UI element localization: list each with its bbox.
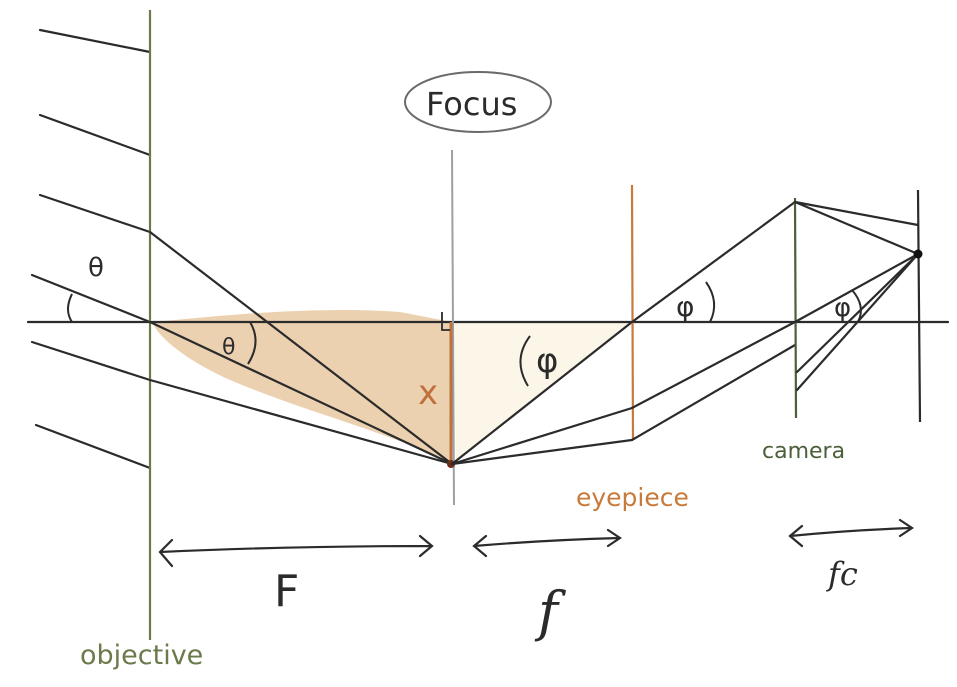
fc-label: fc [826, 555, 858, 593]
camera-lens [793, 197, 798, 419]
sensor-image-point [913, 249, 923, 259]
F-label: F [274, 566, 299, 617]
focus-label-bubble [404, 71, 552, 133]
objective-label: objective [80, 640, 203, 671]
objective-triangle-shading [152, 309, 452, 462]
focus-label: Focus [426, 85, 517, 123]
phi-eyepiece-arc [705, 281, 716, 323]
f-arrow [472, 528, 622, 558]
phi-camera-label: φ [834, 293, 851, 323]
theta-focus-arc [247, 321, 257, 365]
phi-focus-label: φ [536, 341, 558, 381]
focus-plane [451, 149, 455, 506]
focusing-rays [148, 230, 454, 466]
phi-camera-arc [851, 289, 862, 323]
eyepiece-lens [630, 184, 635, 441]
eyepiece-label: eyepiece [576, 483, 689, 512]
right-angle-mark [441, 312, 450, 331]
incoming-rays [30, 28, 152, 470]
camera-sensor [916, 189, 922, 423]
dimension-arrows [158, 518, 914, 568]
phi-eyepiece-label: φ [676, 290, 694, 323]
collimated-rays [630, 200, 797, 442]
x-label: x [418, 373, 438, 413]
F-arrow [158, 534, 434, 568]
theta-input-label: θ [88, 253, 104, 283]
theta-focus-label: θ [222, 335, 235, 360]
camera-rays [793, 200, 920, 392]
f-label: f [534, 580, 566, 643]
camera-label: camera [762, 439, 845, 464]
diverging-rays [450, 320, 634, 466]
phi-focus-arc [519, 335, 531, 387]
fc-arrow [788, 518, 914, 548]
theta-input-arc [67, 293, 73, 323]
